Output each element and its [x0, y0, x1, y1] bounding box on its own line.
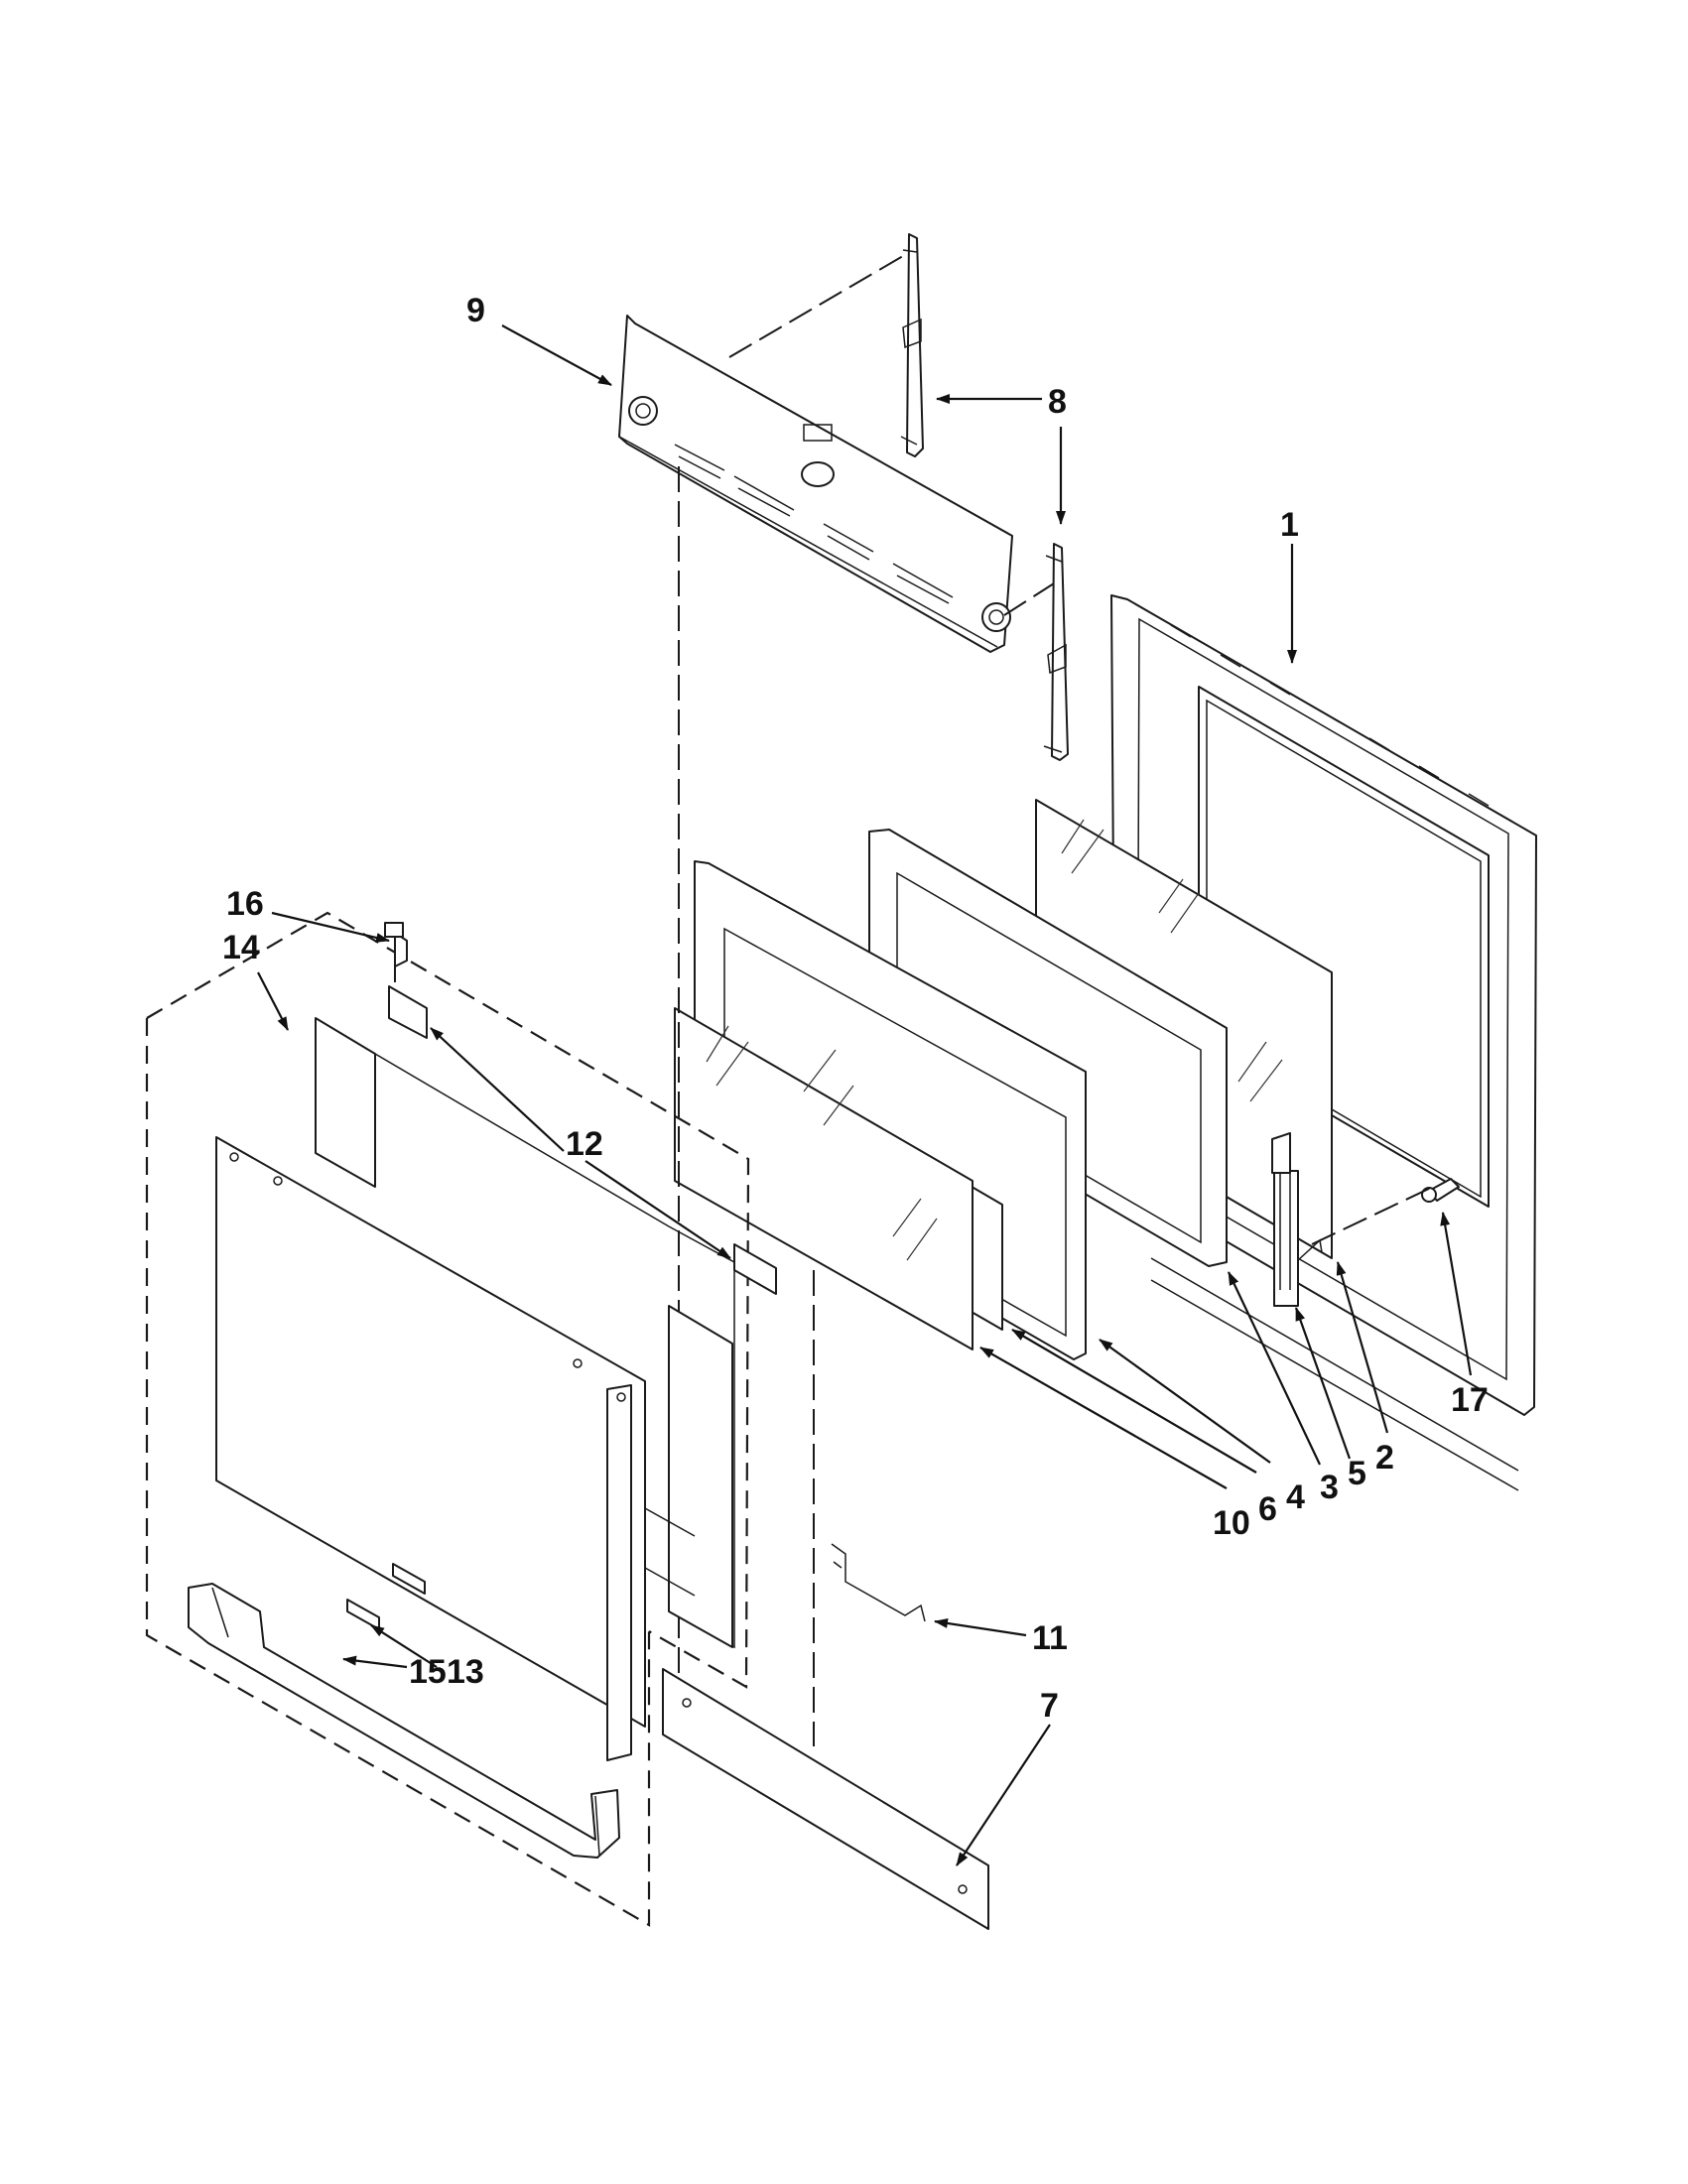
callout-15: 15 [409, 1653, 447, 1691]
outer-door-panel-group [145, 911, 750, 1927]
hinge-screw-part [384, 922, 408, 967]
callout-1: 1 [1280, 506, 1299, 544]
callout-3: 3 [1320, 1469, 1339, 1506]
door-vent-bracket-part [900, 233, 1069, 761]
callout-leaders [257, 324, 1473, 1866]
callout-12: 12 [566, 1125, 603, 1163]
door-screw-part [1421, 1178, 1460, 1203]
callout-14: 14 [222, 929, 260, 966]
door-handle-part [188, 1583, 620, 1859]
callout-5: 5 [1348, 1455, 1366, 1492]
callout-8: 8 [1048, 383, 1067, 421]
callout-labels: 1 2 3 4 5 6 7 8 9 10 11 12 13 14 15 16 1… [222, 292, 1489, 1725]
callout-9: 9 [466, 292, 485, 329]
callout-6: 6 [1258, 1490, 1277, 1528]
door-bottom-trim-part [662, 1668, 989, 1930]
callout-10: 10 [1213, 1504, 1250, 1542]
door-top-trim-part [618, 315, 1013, 653]
callout-16: 16 [226, 885, 264, 923]
callout-2: 2 [1375, 1439, 1394, 1477]
callout-4: 4 [1286, 1478, 1305, 1516]
door-strike-part [831, 1543, 926, 1622]
callout-7: 7 [1040, 1687, 1059, 1725]
hinge-receiver-part [388, 985, 777, 1295]
glass-pack-assembly-part [674, 860, 1087, 1360]
callout-13: 13 [447, 1653, 484, 1691]
callout-11: 11 [1032, 1619, 1068, 1657]
callout-17: 17 [1451, 1381, 1489, 1419]
door-hinge-part [1271, 1132, 1323, 1307]
